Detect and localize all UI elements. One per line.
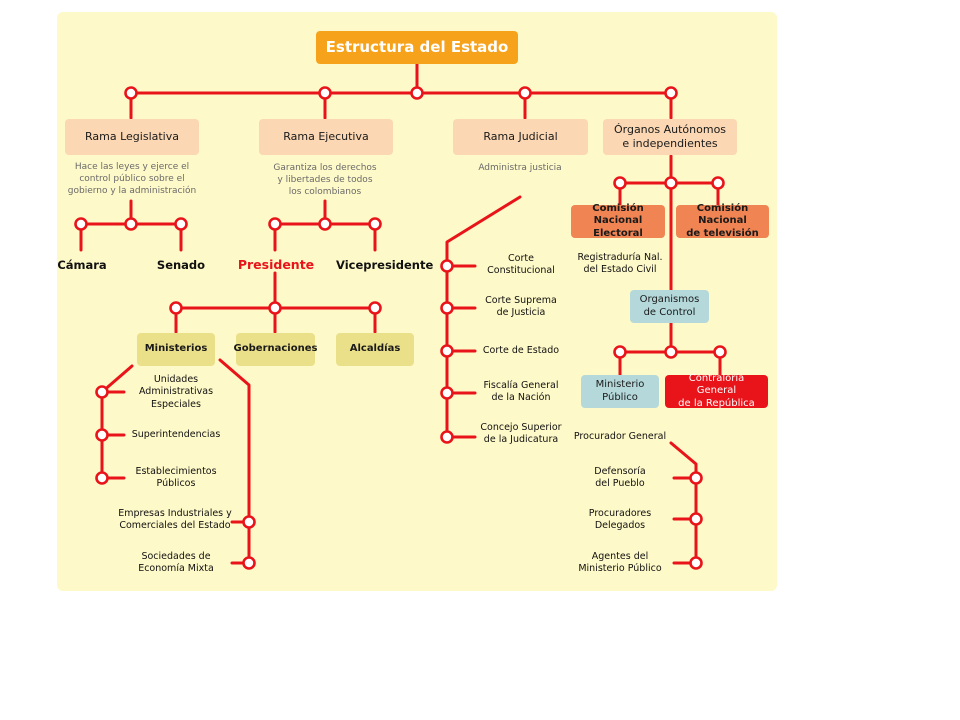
defensoria-label: Defensoría del Pueblo: [594, 466, 646, 490]
contraloria-box: Contraloría General de la República: [665, 373, 768, 409]
branch-legislativa: Rama Legislativa: [65, 119, 199, 155]
agentes-ministerio-label: Agentes del Ministerio Público: [578, 551, 662, 575]
procuradores-delegados-label: Procuradores Delegados: [588, 508, 652, 532]
ministry-unit-uae: Unidades Administrativas Especiales: [138, 374, 214, 410]
registraduria-label: Registraduría Nal. del Estado Civil: [577, 252, 663, 276]
ministerio-publico-box: Ministerio Público: [581, 375, 659, 408]
court-suprema: Corte Suprema de Justicia: [485, 295, 557, 319]
comision-television-box: Comisión Nacional de televisión: [676, 203, 769, 239]
diagram-title: Estructura del Estado: [316, 31, 518, 64]
organismos-control-box: Organismos de Control: [630, 290, 709, 323]
branch-ejecutiva: Rama Ejecutiva: [259, 119, 393, 155]
branch-autonomos: Órganos Autónomos e independientes: [603, 119, 737, 155]
gobernaciones-box: Gobernaciones: [234, 333, 317, 366]
camara-label: Cámara: [57, 258, 107, 272]
branch-judicial: Rama Judicial: [453, 119, 588, 155]
ministry-unit-sociedades: Sociedades de Economía Mixta: [138, 551, 214, 575]
judicial-description: Administra justicia: [478, 163, 562, 173]
alcaldias-box: Alcaldías: [336, 333, 414, 366]
senado-label: Senado: [156, 258, 206, 272]
comision-electoral-box: Comisión Nacional Electoral: [571, 203, 665, 239]
court-estado: Corte de Estado: [482, 345, 560, 356]
procurador-general-label: Procurador General: [573, 431, 667, 442]
presidente-label: Presidente: [237, 257, 315, 272]
ministry-unit-establecimientos: Establecimientos Públicos: [135, 466, 217, 490]
ministry-unit-superintendencias: Superintendencias: [131, 429, 221, 440]
legislativa-description: Hace las leyes y ejerce el control públi…: [67, 162, 197, 197]
court-constitucional: Corte Constitucional: [487, 253, 555, 277]
vicepresidente-label: Vicepresidente: [336, 258, 434, 272]
ministerios-box: Ministerios: [137, 333, 215, 366]
ministry-unit-empresas: Empresas Industriales y Comerciales del …: [118, 508, 232, 532]
consejo-judicatura: Concejo Superior de la Judicatura: [480, 422, 562, 446]
fiscalia-general: Fiscalía General de la Nación: [483, 380, 559, 404]
ejecutiva-description: Garantiza los derechos y libertades de t…: [273, 163, 377, 198]
